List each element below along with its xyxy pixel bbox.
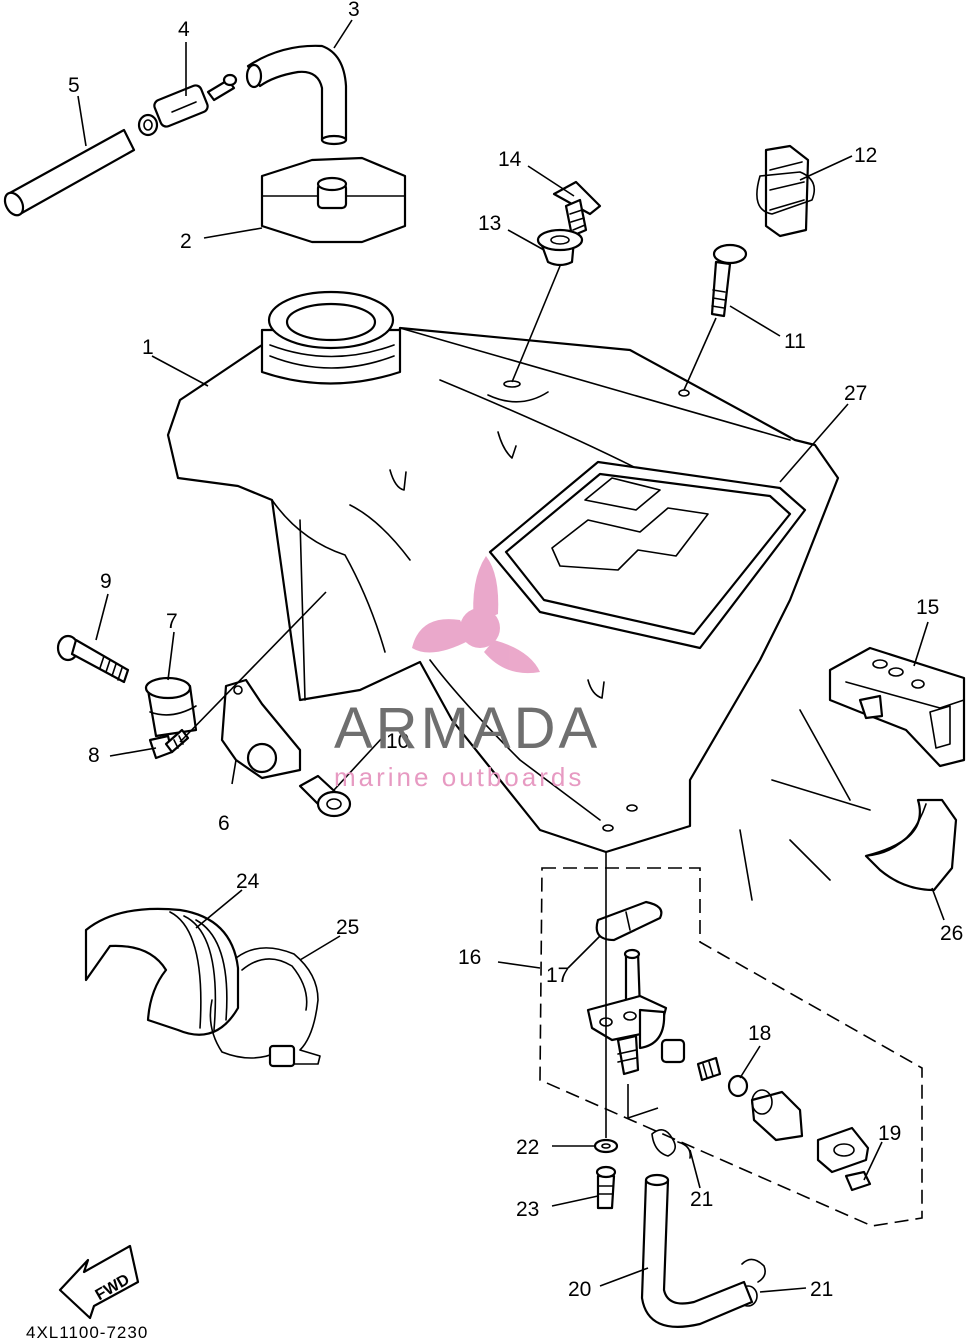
callout-2: 2 (180, 230, 192, 253)
fuel-tank (166, 326, 840, 854)
bolt-9 (56, 634, 130, 684)
tank-rubber-24 (84, 907, 240, 1036)
callout-23: 23 (516, 1198, 539, 1221)
callout-13: 13 (478, 212, 501, 235)
hose-clip-21 (651, 1129, 766, 1307)
filler-neck (260, 290, 402, 385)
leader-lines (77, 19, 945, 1293)
callout-12: 12 (854, 144, 877, 167)
callout-27: 27 (844, 382, 867, 405)
propeller-logo-icon (412, 556, 540, 674)
callout-24: 24 (236, 870, 260, 893)
band-clip (756, 144, 816, 238)
callout-6: 6 (218, 812, 230, 835)
watermark-subtitle: marine outboards (334, 762, 584, 792)
collar-10 (298, 774, 352, 818)
callout-22: 22 (516, 1136, 539, 1159)
tank-cap (260, 156, 407, 244)
callout-8: 8 (88, 744, 100, 767)
damper-7 (144, 676, 198, 738)
callout-17: 17 (546, 964, 569, 987)
watermark-title: ARMADA (334, 696, 600, 761)
clamp-band-25 (209, 947, 321, 1068)
callout-3: 3 (348, 0, 360, 21)
callout-26: 26 (940, 922, 963, 945)
callout-18: 18 (748, 1022, 771, 1045)
watermark: ARMADA marine outboards (334, 556, 600, 792)
callout-4: 4 (178, 18, 190, 41)
bolt-23 (595, 1165, 617, 1210)
drawing-code: 4XL1100-7230 (26, 1323, 148, 1342)
clamp-15 (828, 646, 966, 768)
bolt-8 (148, 728, 190, 760)
bolt-11 (710, 243, 748, 318)
tank-emblem (488, 460, 807, 650)
callout-16: 16 (458, 946, 481, 969)
fuel-cock-body (586, 948, 668, 1076)
callout-21-lower: 21 (810, 1278, 833, 1301)
callout-labels: 1 2 3 4 5 6 7 8 9 10 11 12 13 14 15 16 1… (68, 0, 963, 1301)
fuel-hose-20 (640, 1173, 754, 1328)
breather-hose (245, 44, 348, 146)
bracket-6 (220, 678, 302, 780)
callout-25: 25 (336, 916, 359, 939)
callout-9: 9 (100, 570, 112, 593)
callout-14: 14 (498, 148, 522, 171)
callout-5: 5 (68, 74, 80, 97)
callout-10: 10 (386, 730, 409, 753)
hose-straight (3, 128, 136, 217)
screw-14 (552, 180, 602, 238)
washer-22 (593, 1138, 619, 1154)
hint-strokes-right (739, 709, 871, 901)
callout-21-upper: 21 (690, 1188, 713, 1211)
callout-7: 7 (166, 610, 178, 633)
damper-26 (864, 798, 958, 892)
callout-19: 19 (878, 1122, 901, 1145)
fitting-group-18 (660, 1038, 804, 1142)
check-valve (137, 73, 238, 137)
collar-13 (536, 228, 584, 267)
callout-11: 11 (784, 330, 806, 353)
petcock-assembly-outline (539, 867, 923, 1227)
callout-20: 20 (568, 1278, 591, 1301)
callout-15: 15 (916, 596, 939, 619)
callout-1: 1 (142, 336, 154, 359)
cover-plate-19 (816, 1126, 872, 1192)
strainer-17 (595, 900, 663, 942)
forward-arrow-icon (58, 1244, 140, 1320)
